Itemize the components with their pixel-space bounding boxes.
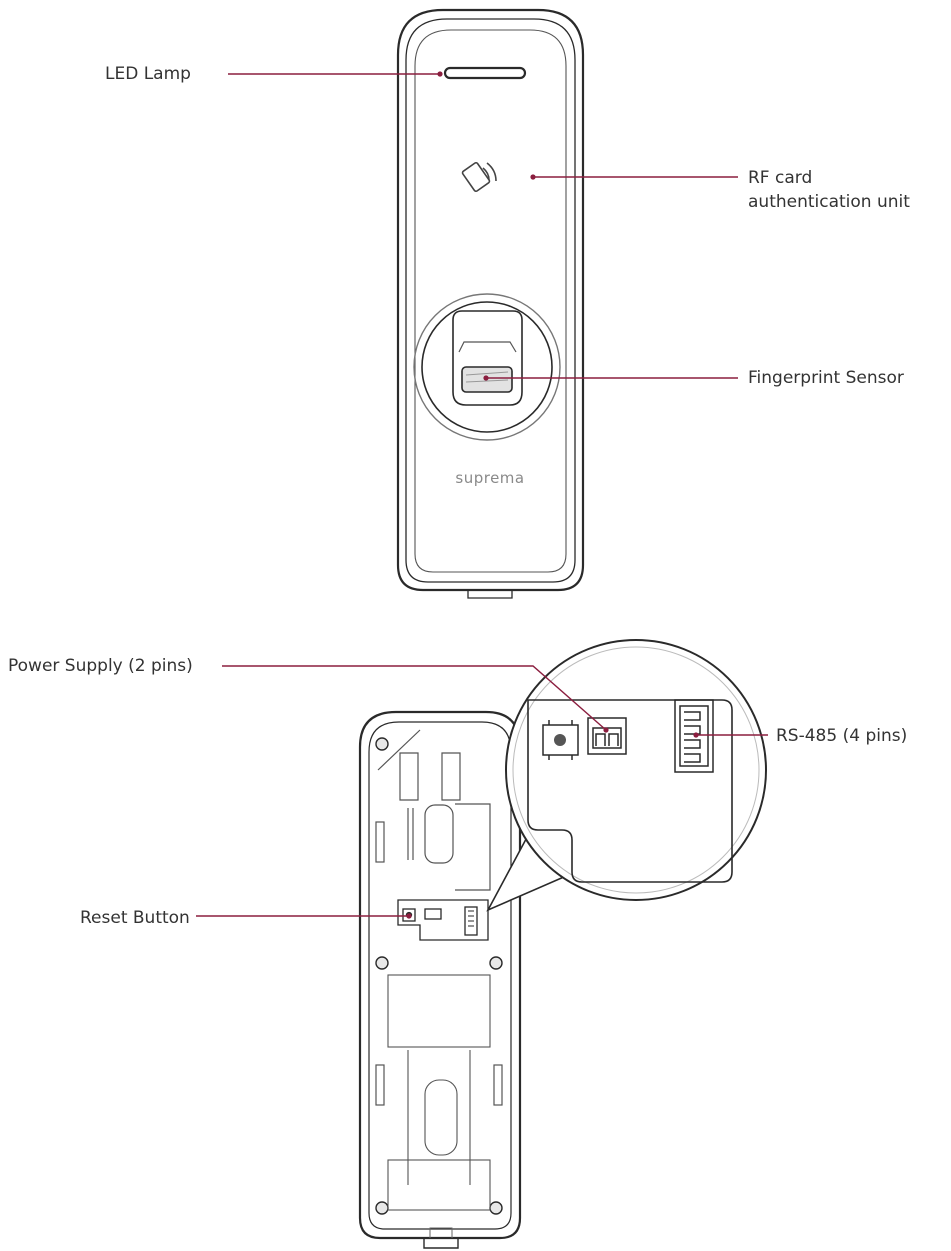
label-rs485: RS-485 (4 pins): [776, 726, 908, 746]
rear-bottom-tab: [423, 1238, 459, 1249]
brand-logo: suprema: [455, 469, 524, 487]
rear-inner-body: [368, 721, 512, 1230]
label-power-supply: Power Supply (2 pins): [8, 656, 193, 676]
front-face-panel: [414, 29, 567, 573]
front-inner-body: [405, 18, 576, 583]
rear-pcb: [397, 899, 489, 941]
magnifier-circle: [505, 639, 767, 901]
rear-reset-button: [402, 908, 416, 922]
magnified-detail: [486, 639, 767, 912]
label-rf-card-line2: authentication unit: [748, 192, 910, 212]
magnified-pcb-outline: [527, 699, 733, 883]
rf-card-icon: [461, 161, 497, 193]
rear-view: [358, 710, 522, 1249]
label-reset-button: Reset Button: [80, 908, 190, 928]
front-view: suprema: [396, 8, 585, 599]
fingerprint-sensor: [413, 293, 561, 441]
front-bottom-notch: [467, 590, 513, 599]
leader-lines: [196, 71, 768, 919]
screw-holes: [375, 737, 503, 1215]
led-lamp: [443, 66, 527, 80]
rear-rs485-connector: [464, 906, 478, 936]
label-fingerprint-sensor: Fingerprint Sensor: [748, 368, 904, 388]
rear-outer-body: [358, 710, 522, 1240]
rs485-connector: [674, 699, 714, 773]
label-rf-card-line1: RF card: [748, 168, 813, 188]
front-outer-body: [396, 8, 585, 592]
label-led-lamp: LED Lamp: [105, 64, 191, 84]
reset-button: [542, 720, 579, 760]
magnifier-pointer: [486, 827, 574, 912]
rear-power-connector: [424, 908, 442, 920]
label-rf-card-authentication-unit: RF card authentication unit: [748, 166, 910, 214]
